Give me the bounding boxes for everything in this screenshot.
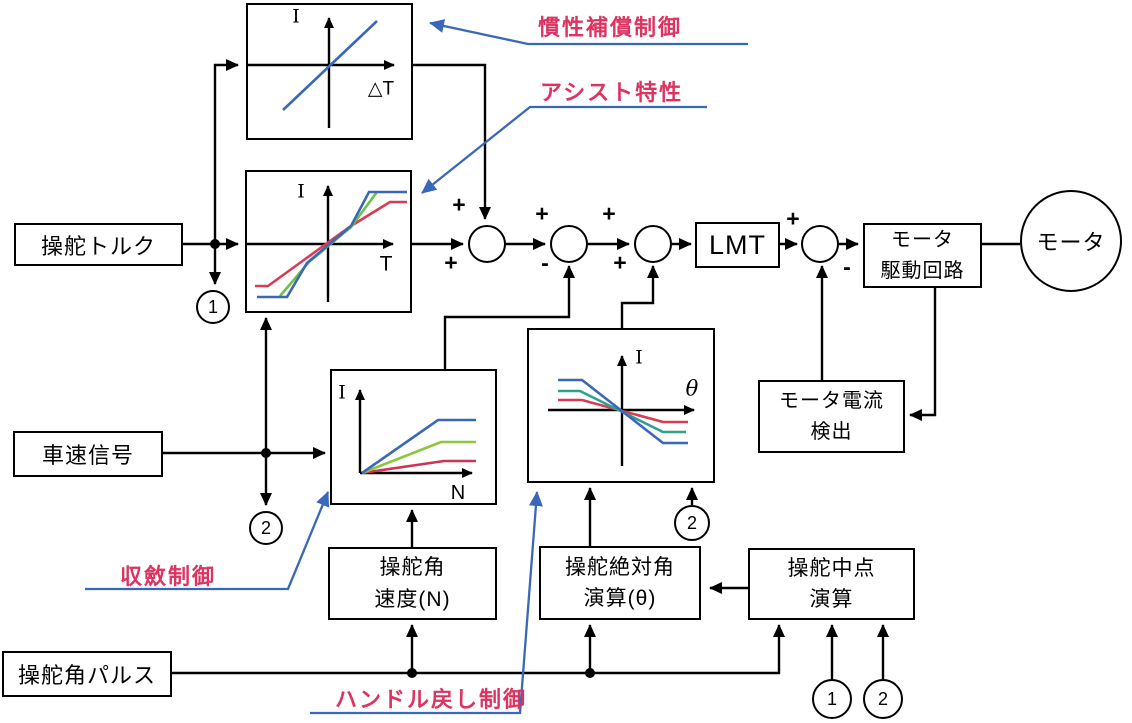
motor-drive-line1: モータ (891, 228, 954, 251)
summing-junction-3 (634, 225, 672, 263)
angular-velocity-block: 操舵角 速度(N) (328, 547, 497, 620)
marker-2-midpoint: 2 (863, 679, 903, 719)
assist-characteristic-block (245, 170, 412, 313)
sum3-left-plus: + (602, 200, 616, 227)
assist-y-label: I (297, 180, 305, 203)
inertia-annotation: 慣性補償制御 (538, 15, 683, 40)
current-detect-line1: モータ電流 (779, 389, 884, 412)
midpoint-line2: 演算 (809, 588, 854, 611)
steering-pulse-label: 操舵角パルス (17, 663, 156, 688)
angular-velocity-line1: 操舵角 (379, 556, 446, 579)
steering-pulse-block: 操舵角パルス (2, 651, 172, 697)
sum2-bottom-minus: - (541, 249, 549, 276)
convergence-control-block (330, 369, 497, 505)
inertia-annotation-arrow (429, 19, 748, 46)
inertia-x-label: △T (367, 78, 395, 100)
convergence-x-label: N (450, 482, 466, 504)
lmt-block: LMT (695, 222, 780, 268)
sum3-bottom-plus: + (613, 249, 627, 276)
motor-drive-block: モータ 駆動回路 (863, 223, 982, 288)
absolute-angle-line1: 操舵絶対角 (565, 555, 675, 579)
sum1-top-plus: + (452, 191, 466, 218)
marker-2-return: 2 (674, 505, 710, 541)
inertia-graph-axes (246, 17, 395, 128)
vehicle-speed-block: 車速信号 (13, 431, 163, 477)
assist-curves (255, 190, 407, 299)
current-detect-block: モータ電流 検出 (758, 380, 905, 453)
steering-torque-block: 操舵トルク (14, 223, 183, 266)
sum2-left-plus: + (535, 200, 549, 227)
handle-return-block (527, 328, 715, 483)
sum4-left-plus: + (786, 205, 800, 232)
summing-junction-4 (801, 225, 839, 263)
convergence-y-label: I (338, 381, 346, 404)
vehicle-speed-label: 車速信号 (41, 443, 134, 468)
marker-1-midpoint: 1 (812, 679, 852, 719)
signal-wires (163, 59, 1020, 679)
return-curves (558, 378, 688, 445)
assist-annotation: アシスト特性 (540, 80, 684, 105)
midpoint-line1: 操舵中点 (787, 556, 876, 580)
convergence-graph-axes (355, 389, 473, 478)
absolute-angle-line2: 演算(θ) (583, 587, 657, 610)
motor-label: モータ (1036, 230, 1106, 255)
marker-2-speed: 2 (249, 511, 283, 545)
inertia-compensation-block (246, 3, 413, 140)
sum4-bottom-minus: - (843, 253, 851, 280)
marker-1-torque: 1 (196, 290, 230, 324)
convergence-annotation-arrow (85, 491, 330, 591)
return-x-label: θ (685, 376, 699, 401)
summing-junction-1 (468, 225, 506, 263)
midpoint-calc-block: 操舵中点 演算 (748, 548, 915, 620)
inertia-curve-blue (282, 20, 378, 111)
sum1-left-plus: + (444, 249, 458, 276)
return-y-label: I (635, 346, 643, 369)
junction-dots (210, 239, 595, 678)
motor-circle: モータ (1020, 190, 1122, 292)
current-detect-line2: 検出 (810, 420, 853, 443)
absolute-angle-block: 操舵絶対角 演算(θ) (539, 546, 701, 620)
lmt-label: LMT (709, 229, 766, 260)
convergence-curves (361, 418, 476, 475)
convergence-annotation: 収斂制御 (120, 564, 217, 589)
assist-annotation-arrow (421, 105, 707, 194)
steering-torque-label: 操舵トルク (40, 233, 156, 259)
summing-junction-2 (550, 225, 588, 263)
inertia-y-label: I (292, 5, 300, 28)
motor-drive-line2: 駆動回路 (880, 259, 965, 282)
assist-x-label: T (379, 252, 393, 276)
angular-velocity-line2: 速度(N) (374, 587, 451, 611)
return-annotation: ハンドル戻し制御 (335, 687, 528, 712)
return-annotation-arrow (310, 491, 543, 715)
annotation-arrows (85, 19, 748, 715)
